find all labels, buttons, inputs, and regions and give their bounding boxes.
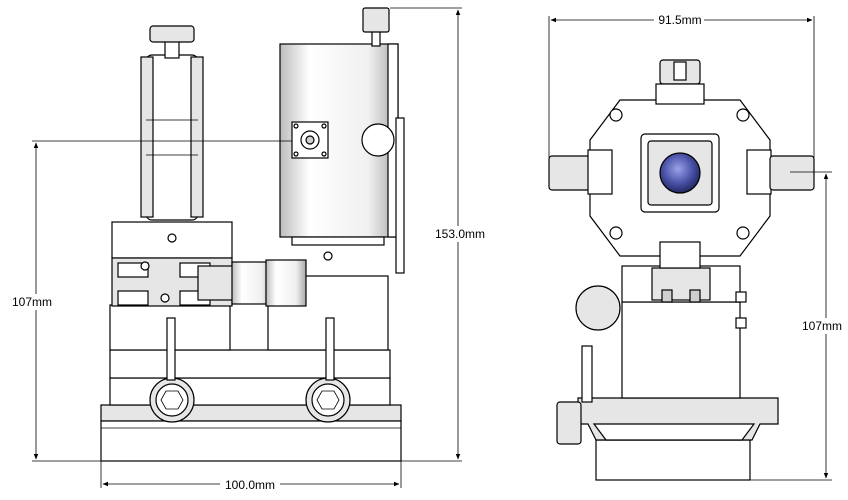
housing-port xyxy=(361,123,395,157)
top-screw xyxy=(362,7,390,33)
front-connector-block xyxy=(651,267,711,301)
front-body xyxy=(621,301,741,399)
front-side-screw xyxy=(556,401,582,445)
hex-screw-right xyxy=(305,377,351,423)
upright-flange-right xyxy=(190,56,204,218)
top-knob xyxy=(149,25,195,43)
dimension-left-height: 107mm xyxy=(12,295,52,309)
side-clamp xyxy=(395,117,405,274)
top-knob-stem xyxy=(164,39,180,59)
base-rail-top xyxy=(100,404,402,422)
pin-right xyxy=(325,317,335,381)
micrometer-thimble xyxy=(265,259,307,307)
base-plate xyxy=(100,420,402,462)
dimension-top-width: 91.5mm xyxy=(658,13,701,27)
front-side-knob xyxy=(575,285,621,331)
carriage-body xyxy=(109,349,391,379)
upright-mount xyxy=(145,54,199,221)
lens xyxy=(659,152,701,194)
front-view xyxy=(548,59,815,481)
front-base-plate xyxy=(595,439,751,481)
hex-screw-left xyxy=(149,377,195,423)
dimension-base-width: 100.0mm xyxy=(225,478,275,492)
pin-left xyxy=(166,317,176,381)
right-port xyxy=(769,155,815,191)
micrometer-barrel xyxy=(231,261,273,305)
dimension-total-height: 153.0mm xyxy=(435,227,485,241)
side-view xyxy=(100,7,405,462)
upright-flange-left xyxy=(140,56,154,218)
micrometer-sleeve xyxy=(197,265,235,301)
dimension-right-height: 107mm xyxy=(802,319,842,333)
front-pin xyxy=(581,345,593,403)
